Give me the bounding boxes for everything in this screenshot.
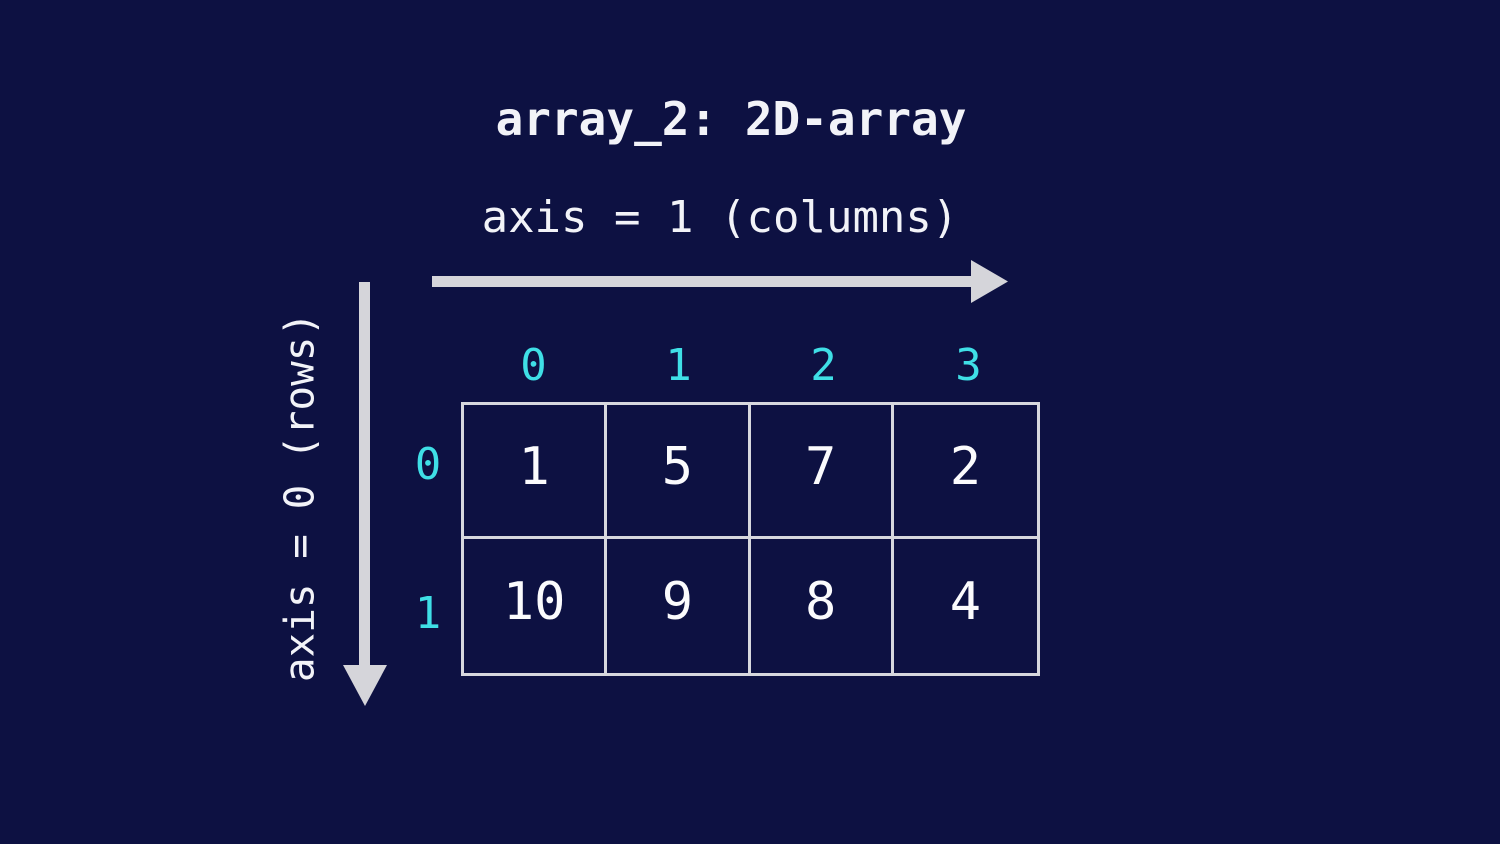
page-title: array_2: 2D-array [495, 92, 967, 146]
array-cell-r0c0[interactable]: 1 [464, 405, 608, 539]
arrow-right-icon [430, 258, 1010, 306]
array-cell-r1c2[interactable]: 8 [751, 539, 894, 673]
array-cell-r1c1[interactable]: 9 [607, 539, 751, 673]
vertical-axis-label: axis = 0 (rows) [275, 311, 324, 683]
horizontal-axis-label: axis = 1 (columns) [481, 192, 959, 243]
row-index-1: 1 [414, 588, 442, 639]
array-cell-r1c0[interactable]: 10 [464, 539, 608, 673]
row-index-0: 0 [414, 439, 442, 490]
array-cell-r0c2[interactable]: 7 [750, 405, 894, 539]
column-index-3: 3 [955, 340, 982, 391]
array-cell-r1c3[interactable]: 4 [949, 572, 982, 632]
array-cell-r0c3[interactable]: 2 [893, 405, 1037, 539]
column-index-0: 0 [520, 340, 547, 391]
array-grid: 1 5 7 2 10 9 8 4 [461, 402, 1040, 676]
arrow-down-icon [341, 280, 389, 710]
array-cell-r0c1[interactable]: 5 [607, 405, 751, 539]
column-index-2: 2 [810, 340, 837, 391]
column-index-1: 1 [665, 340, 692, 391]
